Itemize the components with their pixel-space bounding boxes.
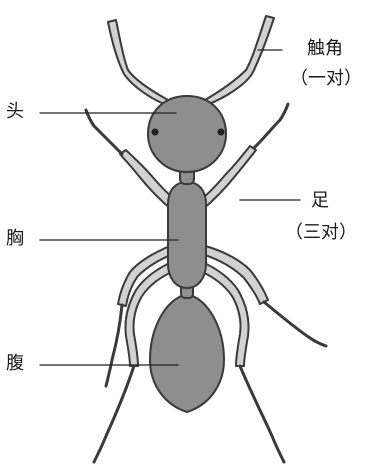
label-legs: 足 bbox=[285, 190, 355, 212]
right-eye-icon bbox=[218, 129, 225, 136]
thorax-shape bbox=[168, 182, 206, 288]
label-abdomen: 腹 bbox=[6, 353, 24, 375]
antennae bbox=[108, 16, 274, 104]
label-antennae-note: （一对） bbox=[290, 68, 360, 90]
abdomen-shape bbox=[150, 294, 224, 412]
left-antenna bbox=[108, 20, 168, 104]
label-legs-note: （三对） bbox=[285, 222, 355, 244]
right-front-leg-lower bbox=[254, 104, 288, 148]
left-front-leg-lower bbox=[86, 110, 122, 154]
right-antenna bbox=[205, 16, 274, 104]
left-middle-leg-lower bbox=[106, 305, 122, 386]
right-hind-leg-lower bbox=[240, 366, 284, 462]
label-antennae: 触角 bbox=[290, 38, 360, 60]
label-head: 头 bbox=[6, 101, 24, 123]
left-hind-leg-lower bbox=[94, 366, 134, 462]
left-eye-icon bbox=[152, 129, 159, 136]
right-middle-leg-lower bbox=[264, 302, 326, 346]
label-thorax: 胸 bbox=[6, 228, 24, 250]
head-shape bbox=[148, 96, 226, 172]
